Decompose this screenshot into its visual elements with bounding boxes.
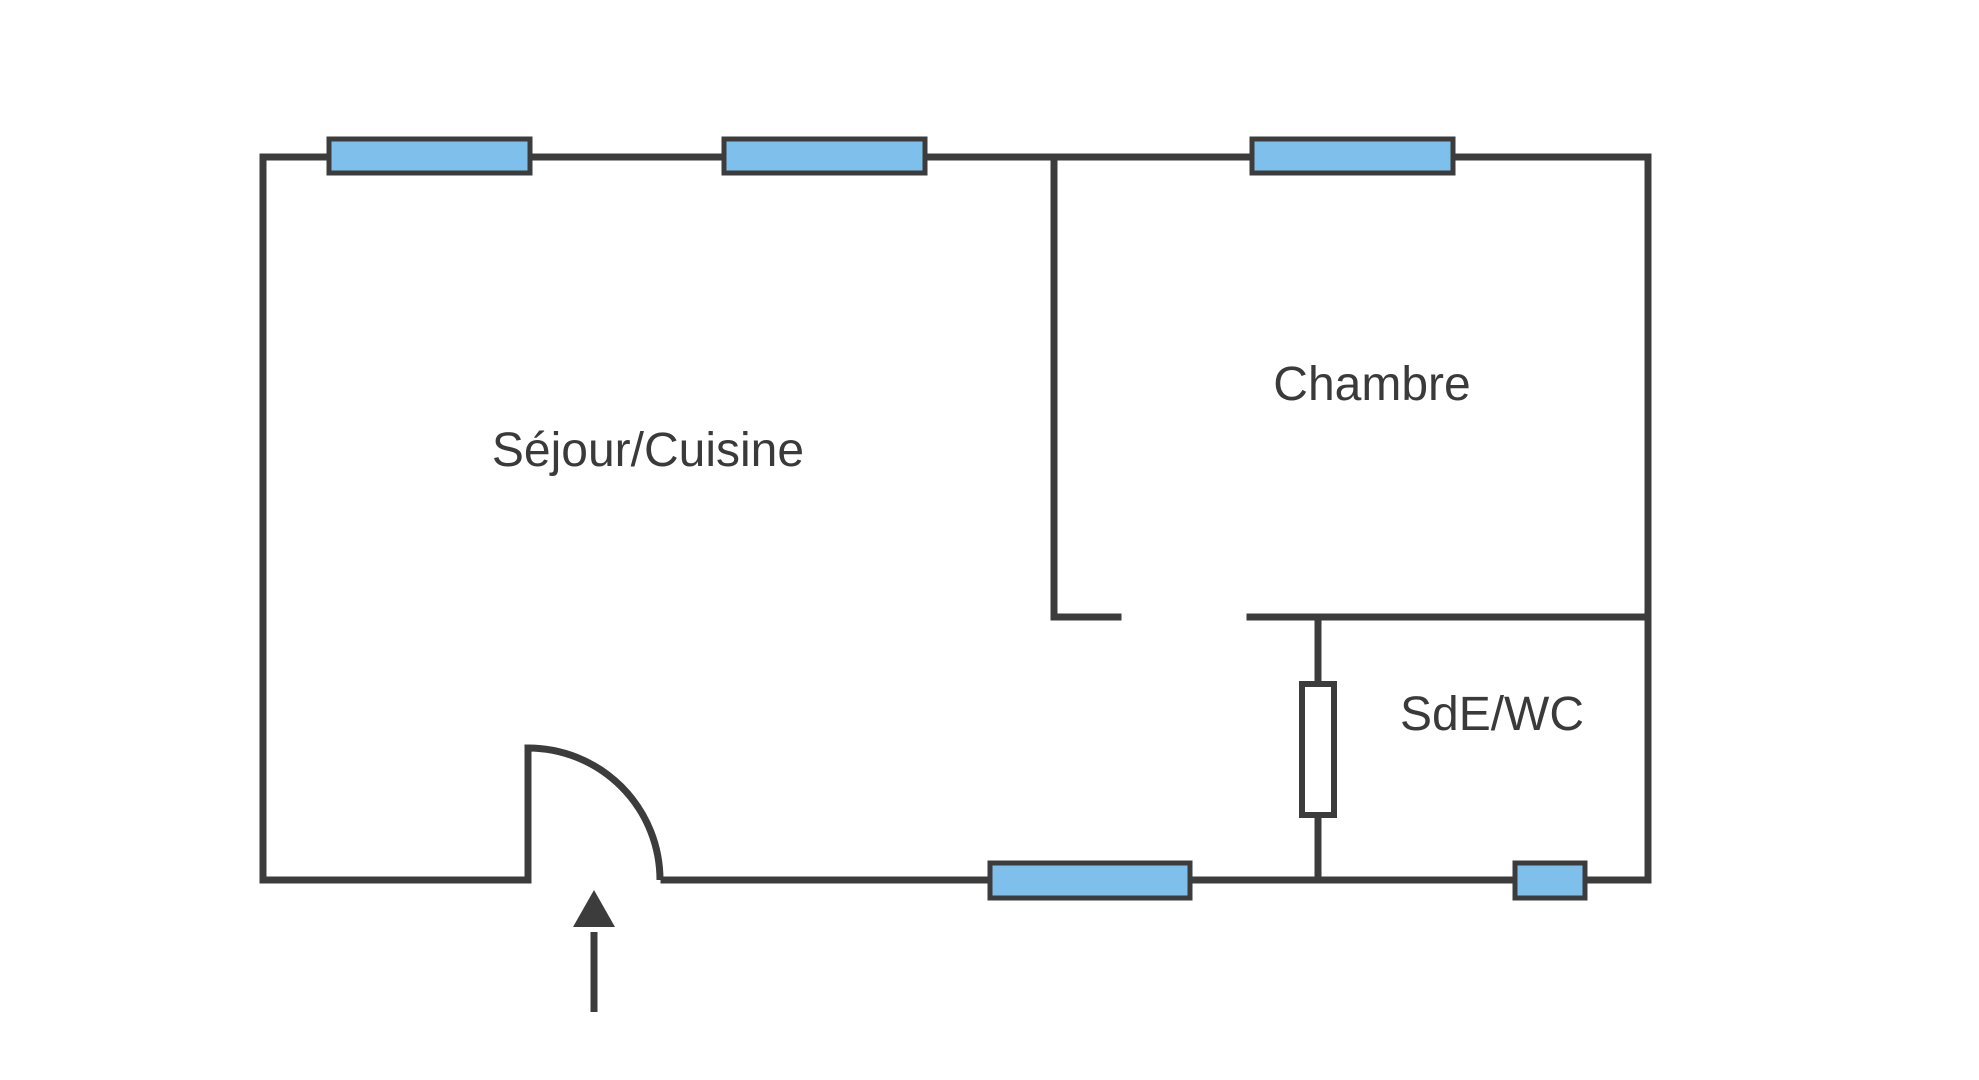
- entrance-arrow-icon: [573, 890, 615, 1012]
- window-sejour-bottom: [987, 860, 1193, 901]
- room-label-chambre: Chambre: [1273, 358, 1470, 411]
- windows: [326, 136, 1588, 901]
- room-label-sde: SdE/WC: [1400, 688, 1584, 741]
- window-sejour-2: [721, 136, 928, 176]
- window-chambre: [1249, 136, 1456, 176]
- room-label-sejour: Séjour/Cuisine: [492, 424, 804, 477]
- sde-door: [1299, 681, 1337, 818]
- door-swing-icon: [524, 744, 664, 881]
- exterior-walls: [259, 153, 1652, 884]
- window-sejour-1: [326, 136, 533, 176]
- window-sde-bottom: [1512, 860, 1588, 901]
- interior-walls: [1050, 153, 1652, 884]
